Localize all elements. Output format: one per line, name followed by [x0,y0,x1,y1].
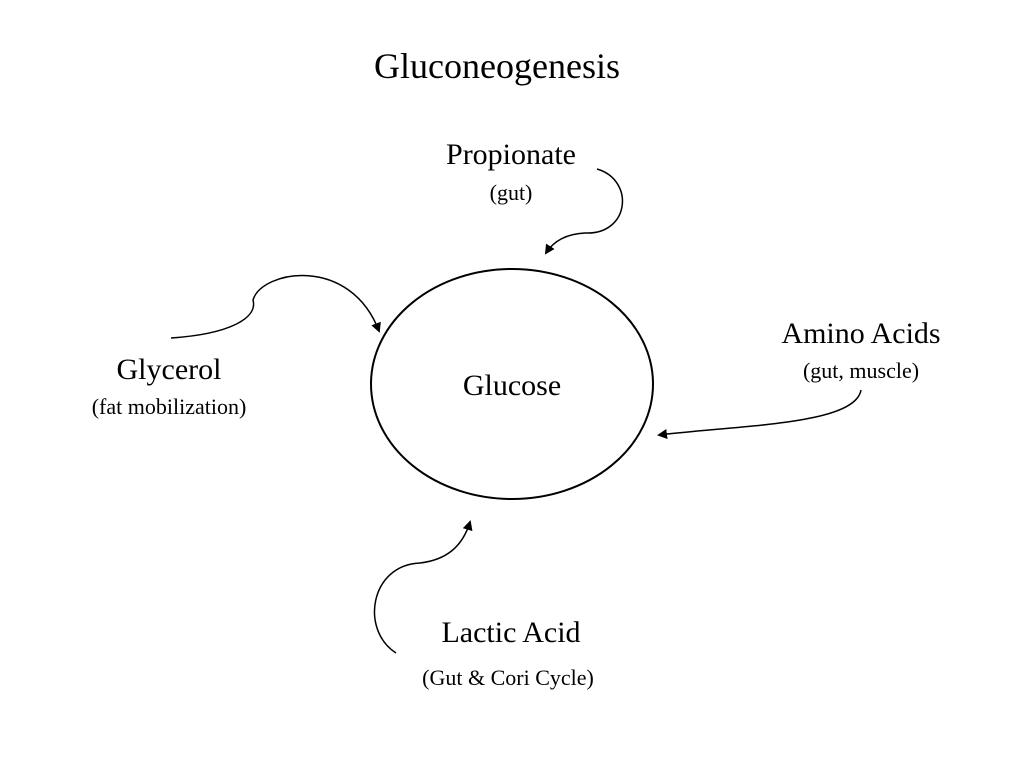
glucose-label: Glucose [462,369,562,402]
amino-acids-label: Amino Acids [781,317,941,350]
diagram-title: Gluconeogenesis [374,46,620,86]
lactic-acid-origin: (Gut & Cori Cycle) [422,665,594,690]
amino-acids-origin: (gut, muscle) [802,358,920,383]
glycerol-label: Glycerol [116,353,222,386]
amino-acids-arrow [657,389,862,439]
lactic-acid-label: Lactic Acid [441,616,581,649]
propionate-arrow [544,168,624,255]
propionate-origin: (gut) [489,180,533,205]
propionate-label: Propionate [446,138,576,171]
glucose-node [370,268,654,500]
lactic-acid-arrow [373,520,473,654]
glycerol-arrow [170,274,381,339]
glycerol-origin: (fat mobilization) [91,394,247,419]
